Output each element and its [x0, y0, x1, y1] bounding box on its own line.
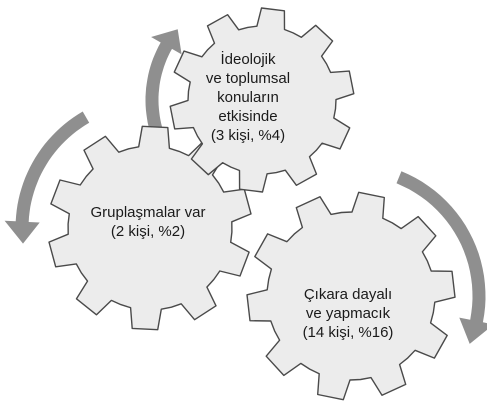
gear-ideolojik-count: (3 kişi, %4) — [210, 127, 286, 144]
gear-cikara — [246, 191, 456, 401]
gear-ideolojik-label: İdeolojik ve toplumsal konuların etkisin… — [188, 50, 308, 145]
gear-cikara-count: (14 kişi, %16) — [302, 324, 394, 341]
gear-gruplasmalar-count: (2 kişi, %2) — [110, 223, 186, 240]
gear-gruplasmalar-line-1: Gruplaşmalar var — [90, 204, 206, 221]
gear-gruplasmalar-label: Gruplaşmalar var (2 kişi, %2) — [68, 203, 228, 241]
left-down-arrow — [4, 111, 90, 244]
gear-cikara-line-2: ve yapmacık — [305, 305, 391, 322]
gear-ideolojik-line-1: İdeolojik — [220, 51, 276, 68]
right-down-arrow — [396, 171, 487, 344]
top-left-up-arrow — [145, 29, 182, 144]
gear-ideolojik — [169, 7, 355, 193]
gear-cikara-line-1: Çıkara dayalı — [303, 286, 393, 303]
gear-ideolojik-line-3: konuların — [217, 89, 279, 106]
gear-ideolojik-line-4: etkisinde — [218, 108, 278, 125]
gear-cikara-label: Çıkara dayalı ve yapmacık (14 kişi, %16) — [278, 285, 418, 342]
gear-ideolojik-line-2: ve toplumsal — [205, 70, 291, 87]
